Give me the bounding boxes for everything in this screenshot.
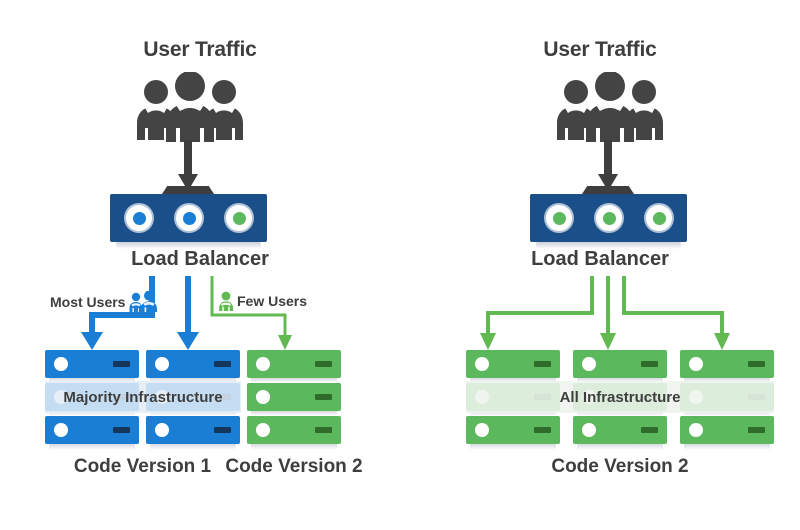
connector-label-most-users-text: Most Users [50, 294, 126, 310]
infrastructure-band-right-text: All Infrastructure [559, 388, 681, 406]
server-unit [247, 383, 341, 411]
load-balancer-top-bezel [162, 186, 214, 194]
infrastructure-band-left: Majority Infrastructure [45, 381, 241, 413]
server-unit [680, 416, 774, 444]
user-group-icon [132, 72, 248, 142]
user-group-icon [552, 72, 668, 142]
version-label-left-2: Code Version 2 [225, 456, 363, 477]
distribution-arrows-right [480, 276, 730, 350]
server-unit [247, 416, 341, 444]
server-unit [247, 350, 341, 378]
server-unit [573, 416, 667, 444]
load-balancer-label-right: Load Balancer [531, 248, 669, 270]
traffic-arrow-right [598, 140, 618, 191]
lb-led-1 [126, 205, 152, 231]
server-unit [466, 416, 560, 444]
lb-led-2 [176, 205, 202, 231]
infrastructure-band-right: All Infrastructure [466, 381, 774, 413]
server-column-green-1[interactable] [247, 350, 341, 450]
lb-led-2 [596, 205, 622, 231]
connector-label-most-users: Most Users [50, 291, 158, 313]
lb-led-1 [546, 205, 572, 231]
traffic-arrow-left [178, 140, 198, 191]
server-unit [573, 350, 667, 378]
server-unit [146, 350, 240, 378]
load-balancer-left[interactable] [110, 194, 267, 242]
lb-led-3 [646, 205, 672, 231]
one-person-icon [219, 291, 233, 311]
load-balancer-right[interactable] [530, 194, 687, 242]
connector-label-few-users-text: Few Users [237, 293, 308, 309]
distribution-arrows-left [81, 276, 292, 350]
version-label-left-1: Code Version 1 [73, 456, 212, 477]
load-balancer-shadow-right [536, 242, 681, 249]
server-unit [680, 350, 774, 378]
server-unit [466, 350, 560, 378]
server-unit [45, 350, 139, 378]
load-balancer-label-left: Load Balancer [131, 248, 269, 270]
connector-label-few-users: Few Users [218, 291, 307, 311]
load-balancer-top-bezel [582, 186, 634, 194]
panel-full-rollout: User Traffic [400, 0, 800, 530]
server-unit [146, 416, 240, 444]
lb-led-3 [226, 205, 252, 231]
server-unit [45, 416, 139, 444]
panel-canary-deployment: User Traffic [45, 38, 363, 477]
page-title-right: User Traffic [543, 38, 657, 61]
version-label-right: Code Version 2 [551, 456, 689, 477]
two-people-icon [129, 291, 158, 312]
load-balancer-shadow-left [116, 242, 261, 249]
page-title-left: User Traffic [143, 38, 257, 61]
infrastructure-band-left-text: Majority Infrastructure [63, 388, 223, 406]
